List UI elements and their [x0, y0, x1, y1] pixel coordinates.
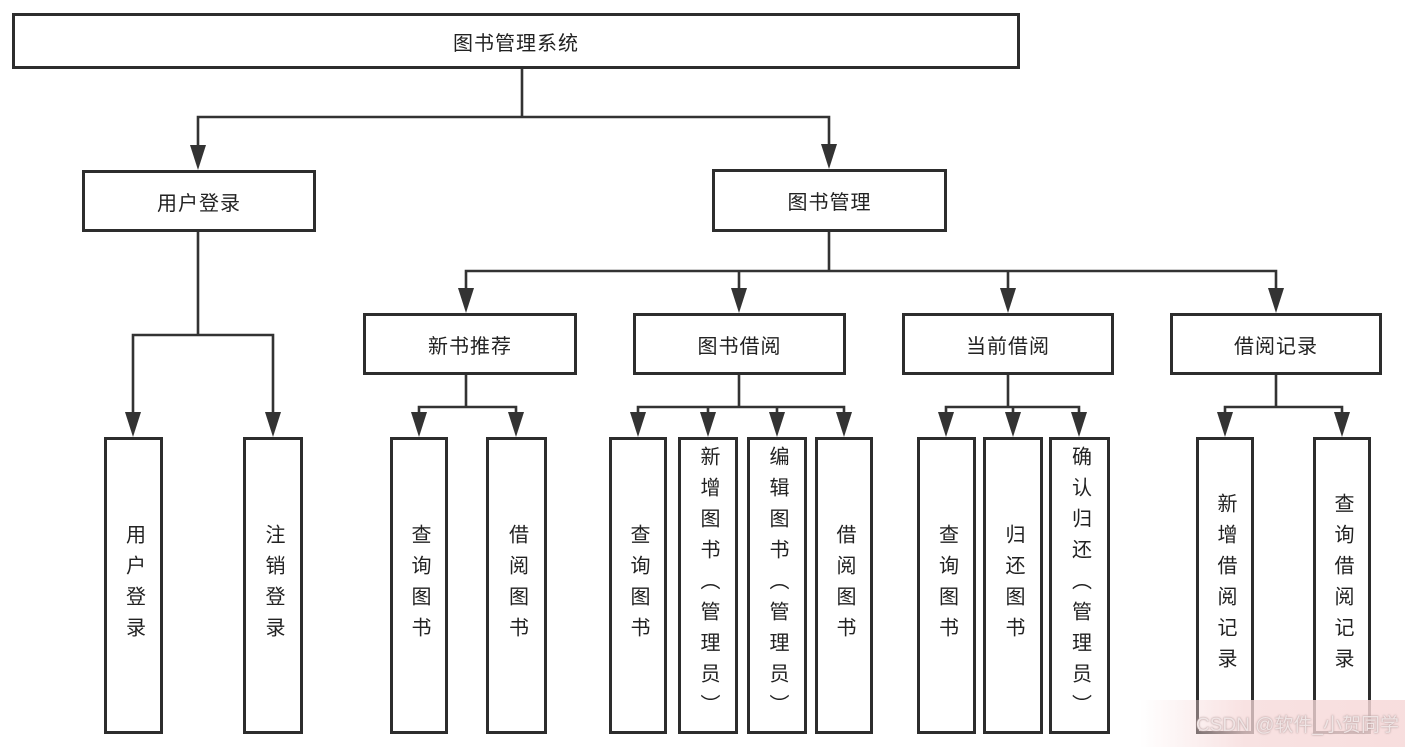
node-label: 借阅图书: [505, 523, 528, 648]
arrow-icon: [1000, 288, 1016, 313]
node-new-book-recommend: 新书推荐: [363, 313, 577, 375]
arrow-icon: [731, 288, 747, 313]
node-label: 确认归还（管理员）: [1068, 446, 1091, 725]
node-user-login: 用户登录: [82, 170, 316, 232]
leaf-newrec-query-books: 查询图书: [390, 437, 448, 734]
node-label: 归还图书: [1002, 523, 1024, 648]
leaf-newrec-borrow-books: 借阅图书: [486, 437, 547, 734]
node-book-borrow: 图书借阅: [633, 313, 846, 375]
leaf-borrow-edit-books-admin: 编辑图书（管理员）: [747, 437, 807, 734]
watermark: CSDN @软件_小贺同学: [1140, 700, 1405, 747]
node-label: 编辑图书（管理员）: [766, 446, 788, 725]
arrow-icon: [938, 412, 954, 437]
node-label: 注销登录: [262, 523, 284, 648]
node-label: 借阅图书: [833, 523, 855, 648]
leaf-current-confirm-return-admin: 确认归还（管理员）: [1049, 437, 1110, 734]
node-label: 查询图书: [627, 523, 649, 648]
leaf-records-add-record: 新增借阅记录: [1196, 437, 1254, 734]
node-label: 新书推荐: [428, 335, 512, 358]
arrow-icon: [630, 412, 646, 437]
node-current-borrow: 当前借阅: [902, 313, 1114, 375]
watermark-text: CSDN @软件_小贺同学: [1196, 715, 1399, 736]
node-label: 查询借阅记录: [1331, 492, 1353, 679]
node-label: 新增借阅记录: [1214, 492, 1236, 679]
leaf-borrow-borrow-books: 借阅图书: [815, 437, 873, 734]
node-label: 新增图书（管理员）: [697, 446, 719, 725]
node-label: 用户登录: [157, 192, 241, 215]
arrow-icon: [700, 412, 716, 437]
arrow-icon: [125, 412, 141, 437]
arrow-icon: [1005, 412, 1021, 437]
node-label: 用户登录: [122, 523, 145, 648]
node-label: 借阅记录: [1234, 335, 1318, 358]
leaf-current-return-books: 归还图书: [983, 437, 1043, 734]
arrowheads: [125, 144, 1350, 437]
node-label: 查询图书: [408, 523, 430, 648]
node-label: 图书管理: [787, 192, 872, 214]
arrow-icon: [1334, 412, 1350, 437]
node-root-system: 图书管理系统: [12, 13, 1020, 69]
arrow-icon: [1217, 412, 1233, 437]
node-label: 当前借阅: [966, 335, 1050, 358]
leaf-user-login: 用户登录: [104, 437, 163, 734]
arrow-icon: [265, 412, 281, 437]
leaf-borrow-add-books-admin: 新增图书（管理员）: [678, 437, 738, 734]
arrow-icon: [1071, 412, 1087, 437]
leaf-logout: 注销登录: [243, 437, 303, 734]
arrow-icon: [769, 412, 785, 437]
connector-path: [131, 66, 1344, 415]
arrow-icon: [508, 412, 524, 437]
node-borrow-records: 借阅记录: [1170, 313, 1382, 375]
leaf-records-query-record: 查询借阅记录: [1313, 437, 1371, 734]
arrow-icon: [411, 412, 427, 437]
node-label: 图书借阅: [697, 335, 782, 358]
arrow-icon: [190, 145, 206, 170]
leaf-borrow-query-books: 查询图书: [609, 437, 667, 734]
arrow-icon: [821, 144, 837, 169]
arrow-icon: [458, 288, 474, 313]
node-label: 图书管理系统: [453, 32, 579, 55]
arrow-icon: [1268, 288, 1284, 313]
leaf-current-query-books: 查询图书: [917, 437, 976, 734]
node-label: 查询图书: [935, 523, 958, 648]
arrow-icon: [836, 412, 852, 437]
node-book-management: 图书管理: [712, 169, 947, 232]
